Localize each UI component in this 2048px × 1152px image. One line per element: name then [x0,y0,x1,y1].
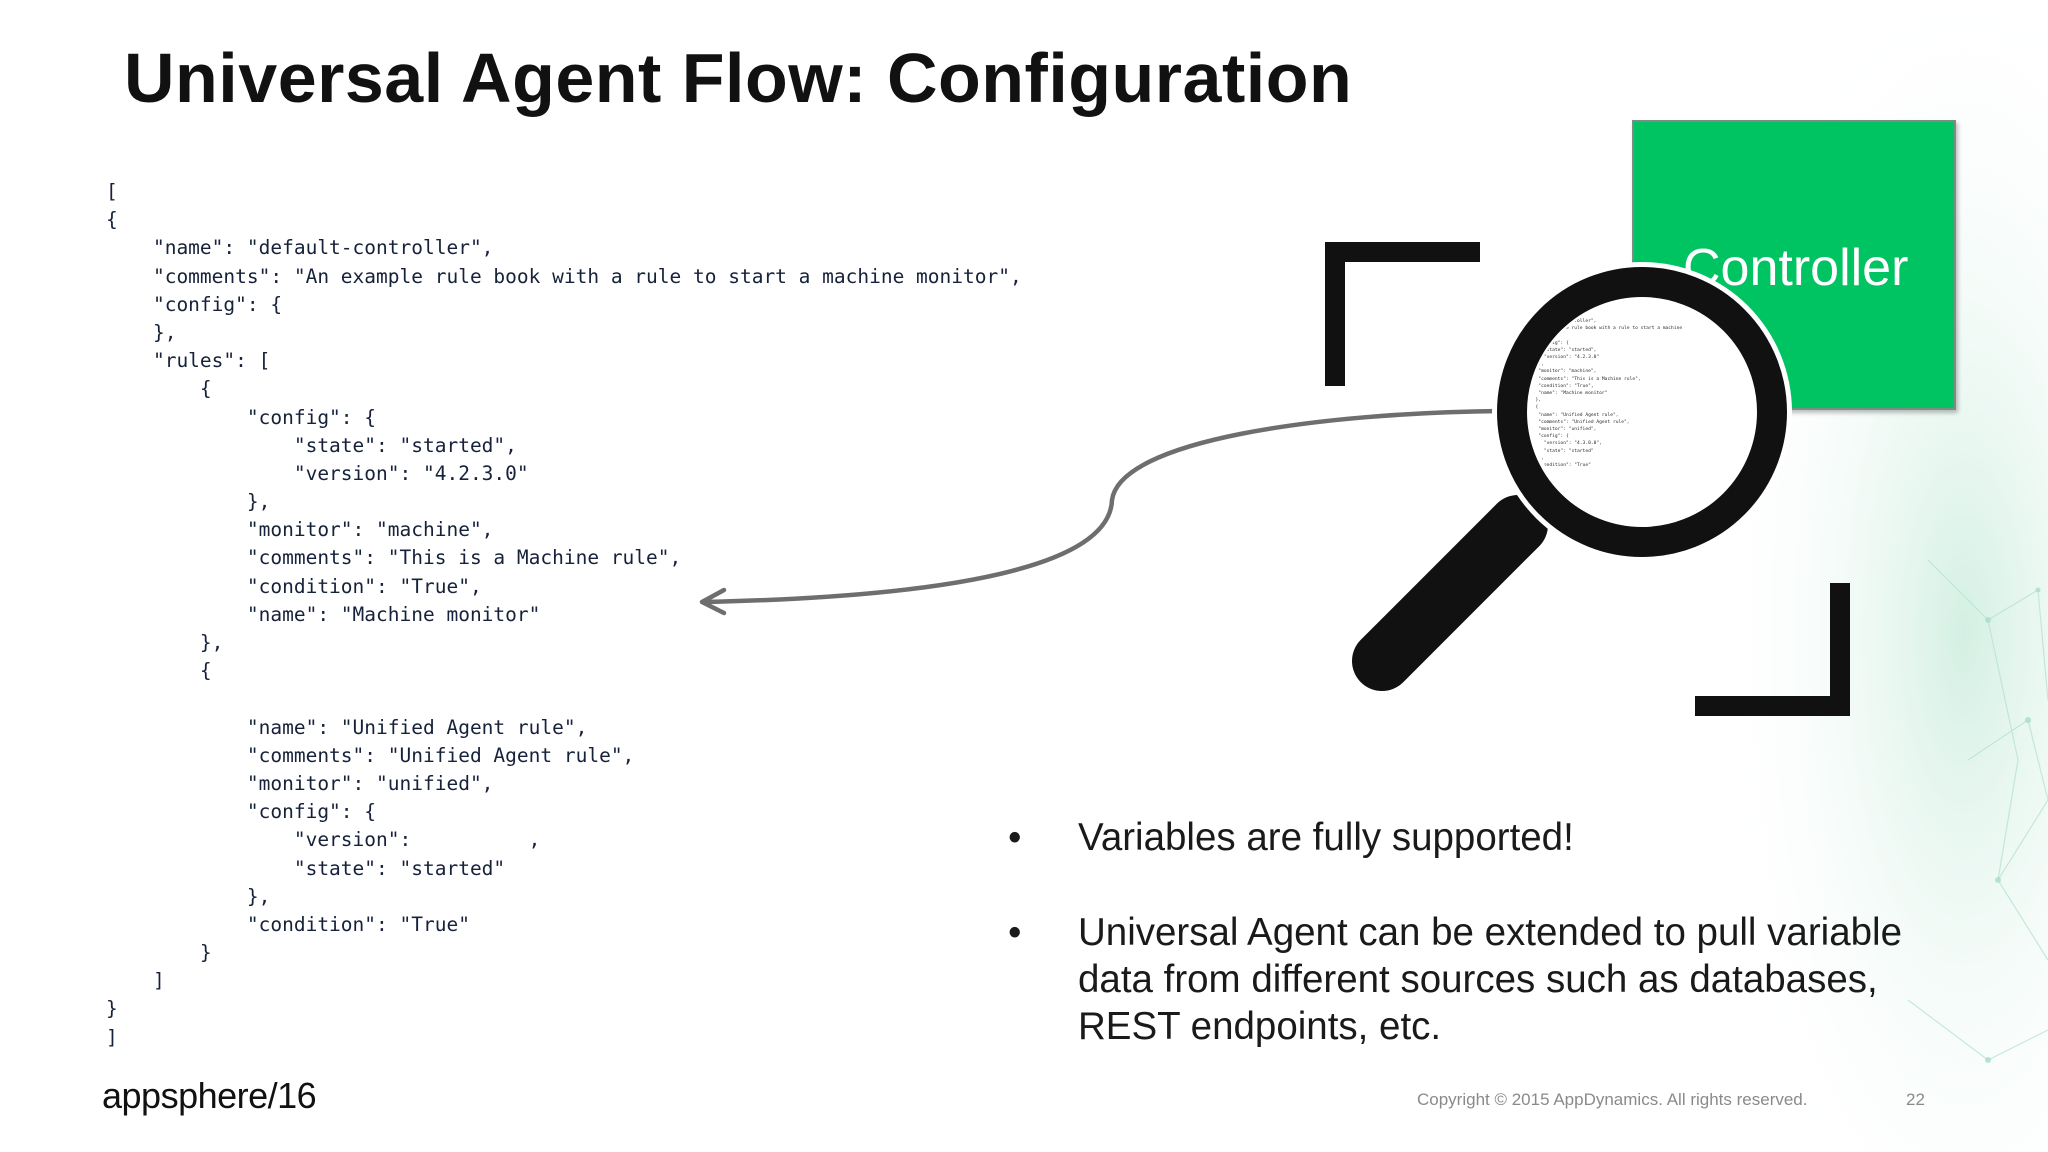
bullet-list: • Variables are fully supported! • Unive… [1008,814,1968,1050]
controller-label: Controller [1683,239,1909,297]
lens-code-line: "comments": "Unified Agent rule", [1530,419,1630,425]
bullet-item: • Universal Agent can be extended to pul… [1008,909,1968,1050]
bullet-text: Universal Agent can be extended to pull … [1078,911,1903,1048]
code-line: ] [106,1025,118,1049]
appsphere-logo: appsphere/16 [102,1075,317,1117]
lens-code-line: "monitor": "machine", [1530,369,1597,375]
logo-suffix: /16 [267,1075,317,1116]
slide-title: Universal Agent Flow: Configuration [124,39,1353,117]
code-line: "comments": "Unified Agent rule", [106,743,635,767]
code-line [106,685,1022,713]
lens-code-line: { [1530,333,1539,339]
bullet-text: Variables are fully supported! [1078,816,1574,859]
lens-code-line: { [1530,405,1539,411]
lens-code-line: }, [1530,398,1542,404]
code-line: "state": "started", [106,433,517,457]
code-line: { [106,377,212,401]
lens-code-line: }, [1530,455,1544,461]
code-line: }, [106,631,224,654]
code-line: "comments": "This is a Machine rule", [106,546,682,570]
bullet-dot: • [1008,816,1022,859]
copyright-notice: Copyright © 2015 AppDynamics. All rights… [1417,1090,1808,1109]
lens-code-line: "name": "Machine monitor" [1530,391,1608,397]
code-line: "name": "Machine monitor" [106,602,541,626]
lens-code-line: "condition": "True", [1530,383,1594,389]
lens-code-line: "state": "started" [1530,448,1594,454]
json-config-code-block: [ { "name": "default-controller", "commen… [106,178,1022,1052]
code-line: "monitor": "unified", [106,771,494,795]
magnified-code-preview: "default-controller", "An example rule b… [1530,318,1750,518]
code-line: [ [106,180,118,203]
lens-code-line: "monitor": "unified", [1530,427,1597,433]
page-number: 22 [1906,1090,1925,1109]
code-line: "name": "default-controller", [106,236,494,260]
code-line: { [106,659,212,683]
code-line: "version": "4.2.3.0" [106,461,529,485]
code-line: "config": { [106,800,377,824]
code-line: "config": { [106,292,283,316]
code-line: } [106,997,118,1021]
lens-code-line: "version": "4.3.0.0", [1530,441,1602,447]
logo-text: appsphere [102,1075,268,1116]
code-line: }, [106,490,271,514]
code-line: "condition": "True", [106,574,482,598]
code-line: }, [106,884,271,908]
code-line: "config": { [106,405,377,429]
code-line: }, [106,320,177,344]
code-line: "version": , [106,828,541,852]
lens-code-line: "name": "Unified Agent rule", [1530,412,1619,418]
lens-code-line: "comments": "This is a Machine rule", [1530,376,1641,382]
bullet-dot: • [1008,911,1022,954]
lens-code-line: "config": { [1530,434,1569,440]
lens-code-line: "state": "started", [1530,347,1597,353]
code-line: ] [106,969,165,993]
code-line: "comments": "An example rule book with a… [106,264,1022,288]
code-line: "condition": "True" [106,912,470,936]
code-line: "state": "started" [106,856,506,880]
code-line: "rules": [ [106,349,271,373]
code-line: "name": "Unified Agent rule", [106,715,588,739]
lens-code-line: "version": "4.2.3.0" [1530,355,1600,361]
lens-code-line: }, [1530,362,1544,368]
lens-code-line: "condition": "True" [1530,463,1591,469]
code-line: } [106,941,212,965]
code-line: { [106,208,118,232]
code-line: "monitor": "machine", [106,518,494,542]
lens-code-line: "config": { [1530,340,1569,346]
bullet-item: • Variables are fully supported! [1008,814,1968,861]
